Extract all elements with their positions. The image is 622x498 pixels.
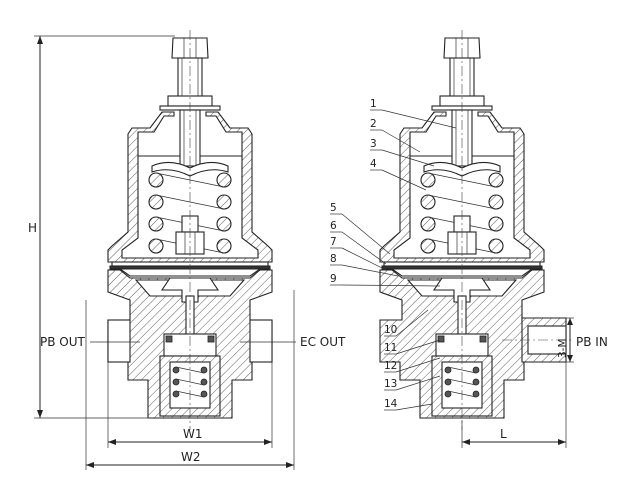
width2-dimension: W2 [85, 290, 295, 470]
length-dimension: L [461, 362, 567, 448]
part-number: 14 [384, 398, 398, 410]
right-regulator-view [379, 29, 574, 431]
thread-dimension: 3-M [557, 317, 574, 363]
part-number: 7 [330, 236, 337, 248]
part-number: 6 [330, 220, 337, 232]
part-number: 4 [370, 158, 377, 170]
part-number: 5 [330, 202, 337, 214]
ec-out-label: EC OUT [300, 335, 346, 349]
pb-in-label: PB IN [576, 335, 608, 349]
width2-label: W2 [181, 450, 201, 464]
pb-out-label: PB OUT [40, 335, 86, 349]
part-number: 11 [384, 342, 397, 354]
width1-dimension: W1 [107, 362, 273, 448]
left-regulator-view [107, 29, 273, 431]
part-number-callouts: 1 2 3 4 5 6 7 8 9 10 11 12 13 14 [330, 98, 457, 411]
part-number: 2 [370, 118, 377, 130]
part-number: 12 [384, 360, 397, 372]
part-number: 3 [370, 138, 377, 150]
port-labels: PB OUT EC OUT PB IN [40, 335, 608, 349]
thread-label: 3-M [557, 338, 569, 358]
part-number: 8 [330, 253, 337, 265]
height-label: H [28, 221, 37, 235]
height-dimension: H [28, 35, 175, 419]
part-number: 13 [384, 378, 397, 390]
part-number: 9 [330, 273, 337, 285]
part-number: 10 [384, 324, 397, 336]
part-number: 1 [370, 98, 377, 110]
length-label: L [500, 427, 507, 441]
width1-label: W1 [183, 427, 203, 441]
